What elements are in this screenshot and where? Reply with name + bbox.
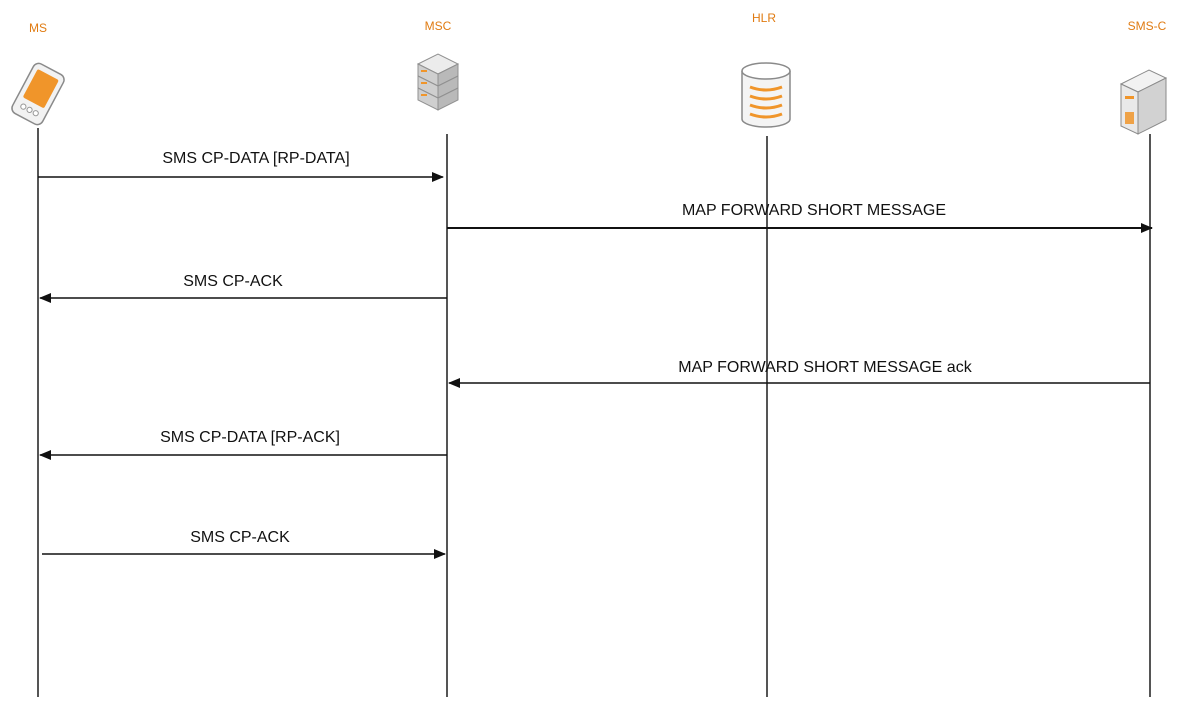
message: SMS CP-DATA [RP-ACK] (39, 429, 447, 460)
message-label: SMS CP-DATA [RP-ACK] (160, 429, 340, 446)
entity-icons (11, 53, 1168, 135)
entity-label-hlr: HLR (752, 11, 776, 25)
entity-labels: MS MSC HLR SMS-C (29, 11, 1167, 35)
entity-label-sms-c: SMS-C (1128, 19, 1167, 33)
messages: SMS CP-DATA [RP-DATA] MAP FORWARD SHORT … (38, 150, 1153, 559)
pda-icon (11, 62, 65, 126)
entity-label-ms: MS (29, 21, 47, 35)
lifelines (37, 128, 1151, 697)
message: MAP FORWARD SHORT MESSAGE (447, 202, 1153, 233)
message-label: SMS CP-ACK (190, 529, 290, 546)
message: SMS CP-DATA [RP-DATA] (38, 150, 444, 182)
message: SMS CP-ACK (39, 273, 447, 303)
message-label: MAP FORWARD SHORT MESSAGE ack (678, 359, 972, 376)
message-label: SMS CP-DATA [RP-DATA] (162, 150, 349, 167)
database-icon (741, 62, 791, 128)
server-stack-icon (416, 53, 460, 111)
entity-label-msc: MSC (425, 19, 452, 33)
message: MAP FORWARD SHORT MESSAGE ack (448, 359, 1150, 388)
message: SMS CP-ACK (42, 529, 446, 559)
message-label: SMS CP-ACK (183, 273, 283, 290)
server-tower-icon (1119, 69, 1168, 135)
message-label: MAP FORWARD SHORT MESSAGE (682, 202, 946, 219)
